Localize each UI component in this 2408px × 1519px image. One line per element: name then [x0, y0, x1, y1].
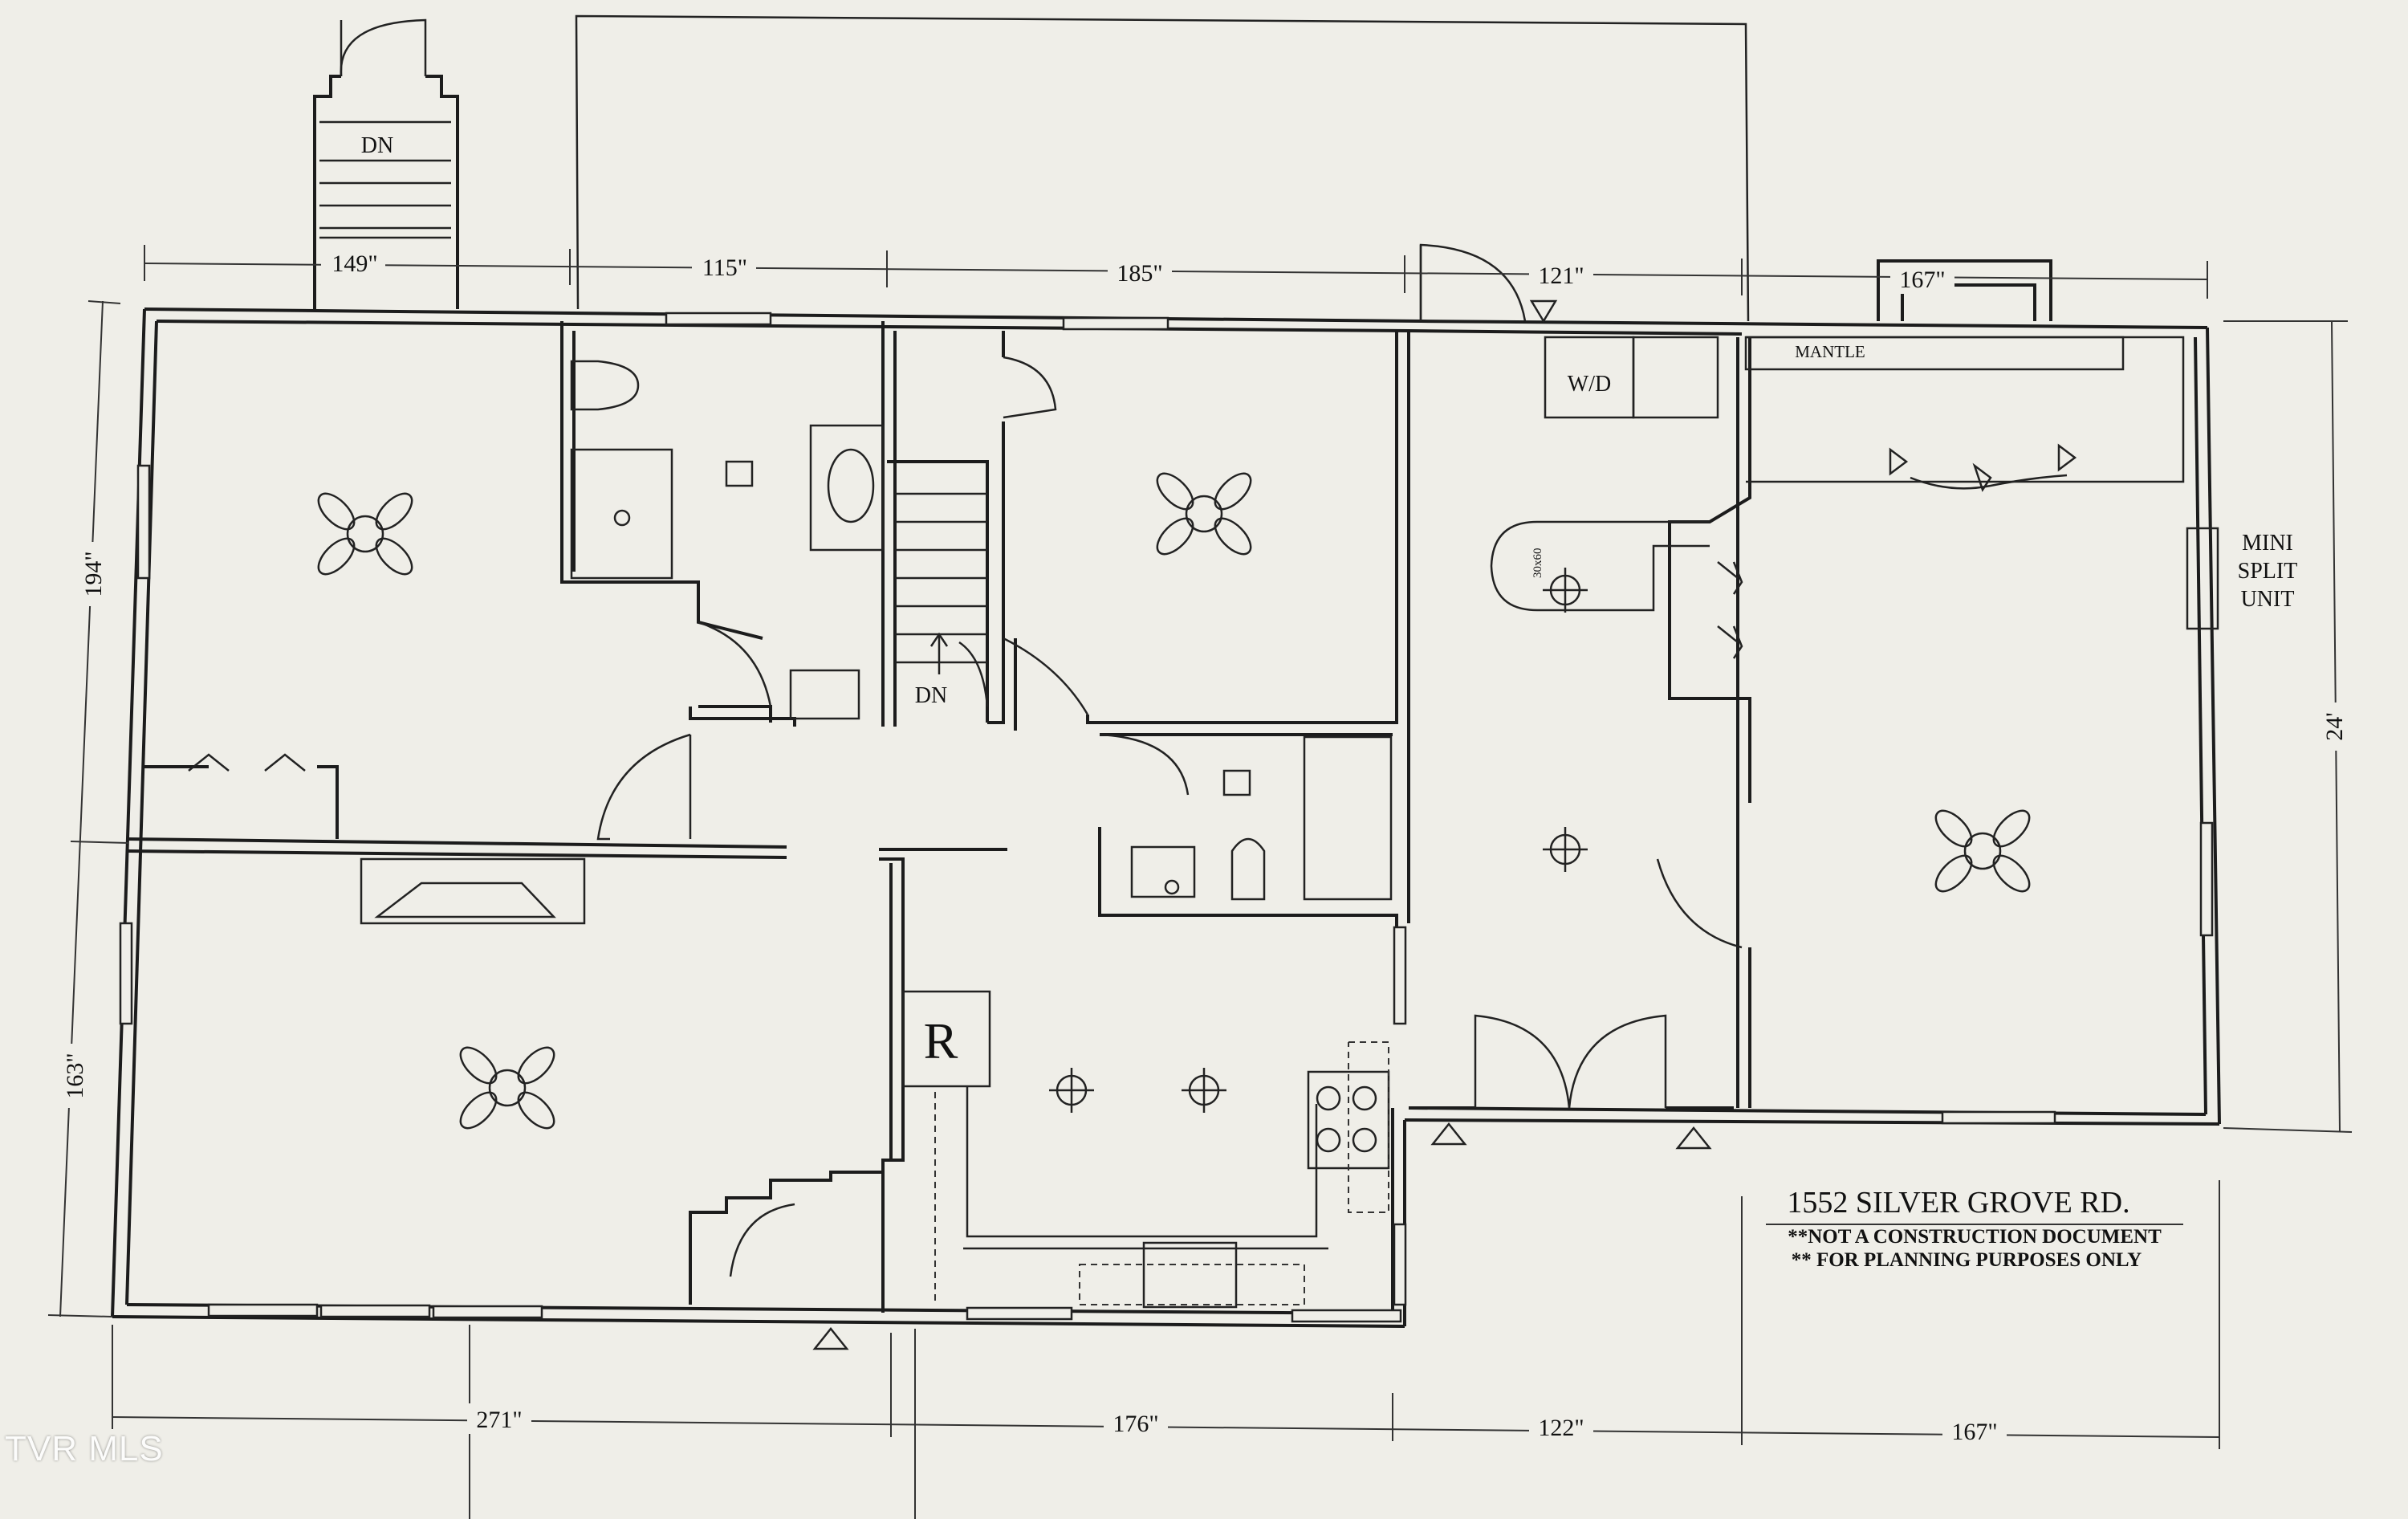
ceiling-fan-icon: [459, 1046, 555, 1130]
ceiling-fan-icon: [317, 492, 413, 576]
light-fixture-icon: [1543, 568, 1588, 613]
dim-top-4: 121": [1538, 263, 1584, 289]
entry-markers: [812, 299, 1712, 1350]
doors: [188, 243, 1743, 1277]
dim-top-2: 115": [702, 255, 747, 281]
address-title: 1552 SILVER GROVE RD.: [1787, 1186, 2129, 1220]
mantle-label: MANTLE: [1795, 342, 1865, 361]
dimension-labels: 149" 115" 185" 121" 167" 271" 176" 122" …: [57, 246, 2348, 1448]
dim-bottom-2: 176": [1112, 1411, 1158, 1437]
dim-top-5: 167": [1899, 267, 1945, 293]
ceiling-fans: [317, 472, 2031, 1130]
light-fixtures: [1049, 568, 1588, 1113]
hearth-markers: [1889, 443, 2077, 492]
toilet-upper: [570, 360, 640, 411]
light-fixture-icon: [1182, 1068, 1226, 1113]
mini-split-label-1: MINI: [2242, 531, 2293, 556]
mini-split-label-3: UNIT: [2241, 587, 2295, 612]
toilet-hall: [1230, 837, 1266, 901]
ceiling-fan-icon: [1156, 472, 1252, 556]
light-fixture-icon: [1543, 827, 1588, 872]
note-not-construction: **NOT A CONSTRUCTION DOCUMENT: [1788, 1226, 2162, 1248]
stair-dn-label-interior: DN: [915, 683, 947, 708]
dim-left-1: 194": [80, 551, 107, 597]
rear-porch: [575, 14, 1750, 322]
dim-bottom-3: 122": [1538, 1415, 1584, 1441]
room-labels: DN W/D MANTLE MINI SPLIT UNIT 30x60: [915, 342, 2298, 708]
note-planning-only: ** FOR PLANNING PURPOSES ONLY: [1792, 1249, 2142, 1271]
dimension-lines: [47, 245, 2353, 1519]
title-block: **NOT A CONSTRUCTION DOCUMENT ** FOR PLA…: [1766, 1186, 2183, 1271]
dim-bottom-4: 167": [1951, 1419, 1997, 1445]
light-fixture-icon: [1049, 1068, 1094, 1113]
exterior-walls: [111, 307, 2221, 1328]
dim-right-1: 24': [2321, 712, 2348, 740]
dim-left-2: 163": [62, 1053, 88, 1098]
fixtures: R: [570, 360, 1390, 1309]
washer-dryer-label: W/D: [1568, 372, 1611, 397]
interior-walls: [126, 259, 2219, 1313]
dim-top-3: 185": [1117, 260, 1162, 287]
windows: [119, 312, 2214, 1323]
exterior-stair: DN: [313, 18, 459, 309]
fridge-label: R: [924, 1012, 958, 1069]
dim-top-1: 149": [332, 250, 377, 277]
stair-dn-label: DN: [361, 133, 393, 158]
shower-size-label: 30x60: [1531, 548, 1544, 579]
mini-split-label-2: SPLIT: [2238, 559, 2298, 584]
dim-bottom-1: 271": [476, 1407, 522, 1433]
ceiling-fan-icon: [1934, 809, 2031, 893]
mls-watermark: TVR MLS: [5, 1429, 164, 1468]
